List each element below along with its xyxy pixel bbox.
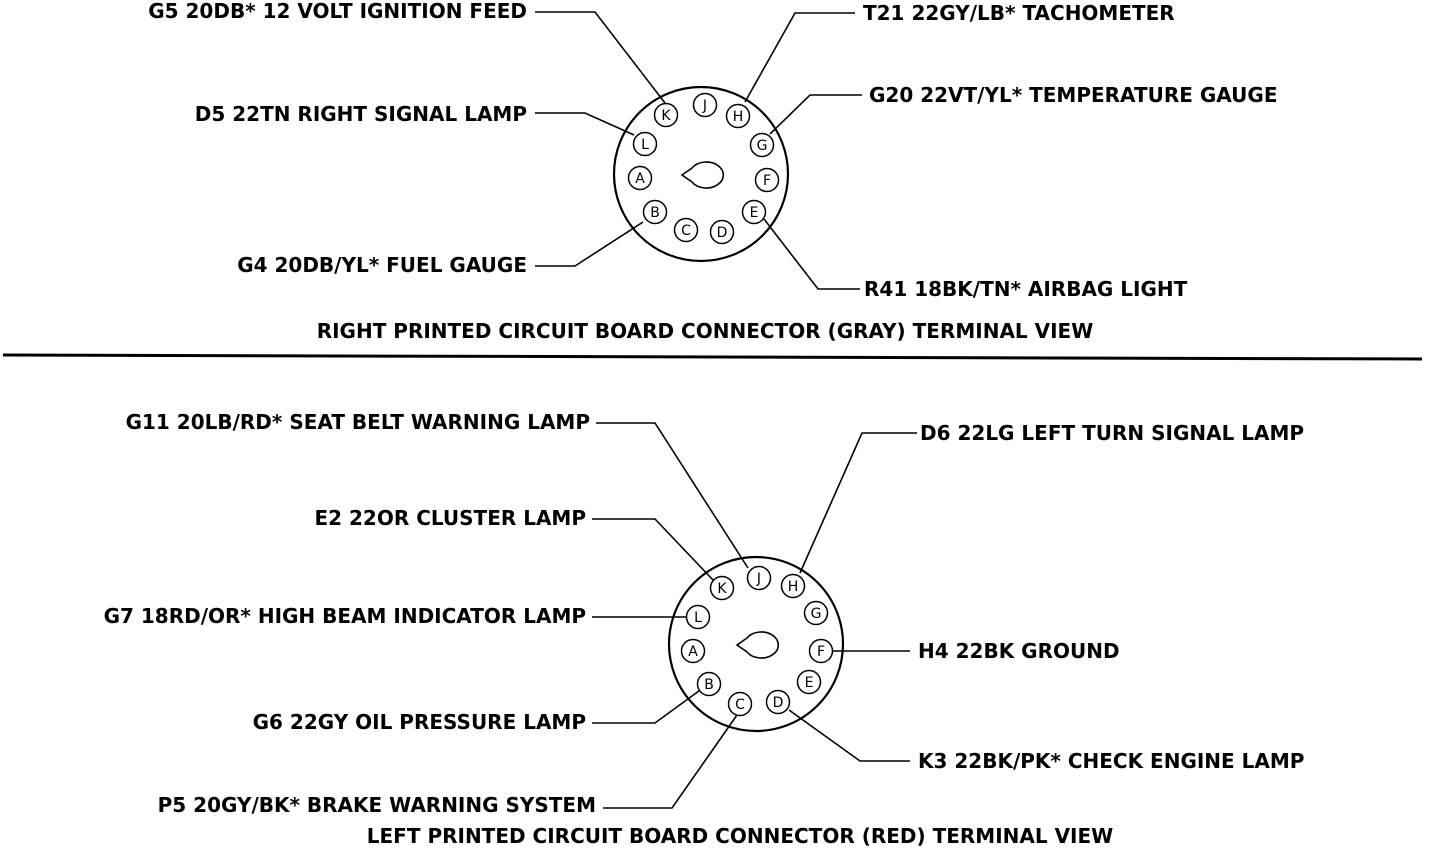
- pin-label: H: [788, 579, 799, 595]
- wire-label-right-K: G5 20DB* 12 VOLT IGNITION FEED: [148, 0, 527, 23]
- connector-keyway: [735, 631, 780, 659]
- pin-label: C: [681, 223, 691, 239]
- pin-label: J: [702, 98, 707, 114]
- pin-label: J: [756, 571, 761, 587]
- left-connector-group: K J H G F E D C B A L G11 20LB/RD* SEAT …: [104, 410, 1305, 848]
- pin-label: L: [694, 610, 702, 626]
- wire-label-left-L: G7 18RD/OR* HIGH BEAM INDICATOR LAMP: [104, 604, 586, 628]
- wire-label-left-H: D6 22LG LEFT TURN SIGNAL LAMP: [920, 421, 1304, 445]
- pin-F: F: [754, 167, 780, 193]
- leader-line-right-L: [535, 112, 635, 136]
- pin-label: H: [733, 109, 744, 125]
- pin-D: D: [709, 219, 735, 245]
- wire-label-left-B: G6 22GY OIL PRESSURE LAMP: [253, 710, 586, 734]
- wire-label-left-D: K3 22BK/PK* CHECK ENGINE LAMP: [918, 749, 1304, 773]
- pin-label: A: [688, 644, 698, 660]
- left-connector-caption: LEFT PRINTED CIRCUIT BOARD CONNECTOR (RE…: [367, 824, 1113, 848]
- pin-L: L: [632, 131, 658, 157]
- pin-label: F: [763, 173, 771, 189]
- pin-K: K: [709, 575, 735, 601]
- pin-label: D: [773, 695, 784, 711]
- pin-G: G: [803, 600, 829, 626]
- pin-label: F: [817, 644, 825, 660]
- pin-B: B: [642, 199, 668, 225]
- pin-A: A: [680, 638, 706, 664]
- connector-body: [612, 85, 790, 263]
- right-connector-group: K J H G F E D C B A L G5 20DB* 12 VOLT I…: [148, 0, 1277, 343]
- pin-label: E: [805, 675, 814, 691]
- wire-label-left-C: P5 20GY/BK* BRAKE WARNING SYSTEM: [158, 793, 596, 817]
- pin-H: H: [780, 573, 806, 599]
- pin-J: J: [692, 92, 718, 118]
- right-connector-caption: RIGHT PRINTED CIRCUIT BOARD CONNECTOR (G…: [317, 319, 1094, 343]
- pin-label: C: [735, 697, 745, 713]
- pin-E: E: [741, 199, 767, 225]
- leader-line-right-E: [763, 218, 860, 290]
- leader-line-right-B: [535, 221, 644, 267]
- leader-line-left-B: [592, 687, 704, 724]
- leader-line-right-G: [769, 94, 862, 135]
- pin-K: K: [653, 102, 679, 128]
- wire-label-left-K: E2 22OR CLUSTER LAMP: [314, 506, 586, 530]
- pin-G: G: [749, 132, 775, 158]
- pin-label: L: [641, 137, 649, 153]
- leader-line-left-K: [592, 518, 714, 581]
- leader-line-left-H: [799, 432, 917, 574]
- wire-label-right-B: G4 20DB/YL* FUEL GAUGE: [237, 253, 527, 277]
- pin-label: G: [757, 138, 768, 154]
- leader-line-left-J: [596, 422, 749, 569]
- leader-line-left-C: [603, 714, 738, 809]
- pin-B: B: [696, 671, 722, 697]
- leader-line-left-D: [788, 709, 910, 762]
- pin-label: G: [811, 606, 822, 622]
- pin-E: E: [796, 669, 822, 695]
- leader-line-right-H: [744, 12, 855, 103]
- wire-label-left-F: H4 22BK GROUND: [918, 639, 1120, 663]
- pin-label: B: [650, 205, 660, 221]
- wire-label-left-J: G11 20LB/RD* SEAT BELT WARNING LAMP: [126, 410, 590, 434]
- pin-label: A: [635, 171, 645, 187]
- pin-D: D: [765, 689, 791, 715]
- pin-L: L: [685, 604, 711, 630]
- pin-C: C: [673, 217, 699, 243]
- pin-F: F: [808, 638, 834, 664]
- wire-label-right-H: T21 22GY/LB* TACHOMETER: [863, 1, 1175, 25]
- pin-H: H: [725, 103, 751, 129]
- wire-label-right-G: G20 22VT/YL* TEMPERATURE GAUGE: [869, 83, 1277, 107]
- pin-C: C: [727, 691, 753, 717]
- pin-label: D: [717, 225, 728, 241]
- pin-J: J: [746, 565, 772, 591]
- pin-label: K: [661, 108, 671, 124]
- pin-label: B: [704, 677, 714, 693]
- leader-line-right-K: [535, 11, 666, 104]
- pin-label: K: [717, 581, 727, 597]
- pin-label: E: [750, 205, 759, 221]
- wire-label-right-E: R41 18BK/TN* AIRBAG LIGHT: [864, 277, 1188, 301]
- section-divider: [2, 353, 1423, 361]
- connector-keyway: [680, 161, 725, 189]
- pin-A: A: [627, 165, 653, 191]
- connector-body: [667, 555, 845, 733]
- wire-label-right-L: D5 22TN RIGHT SIGNAL LAMP: [195, 102, 527, 126]
